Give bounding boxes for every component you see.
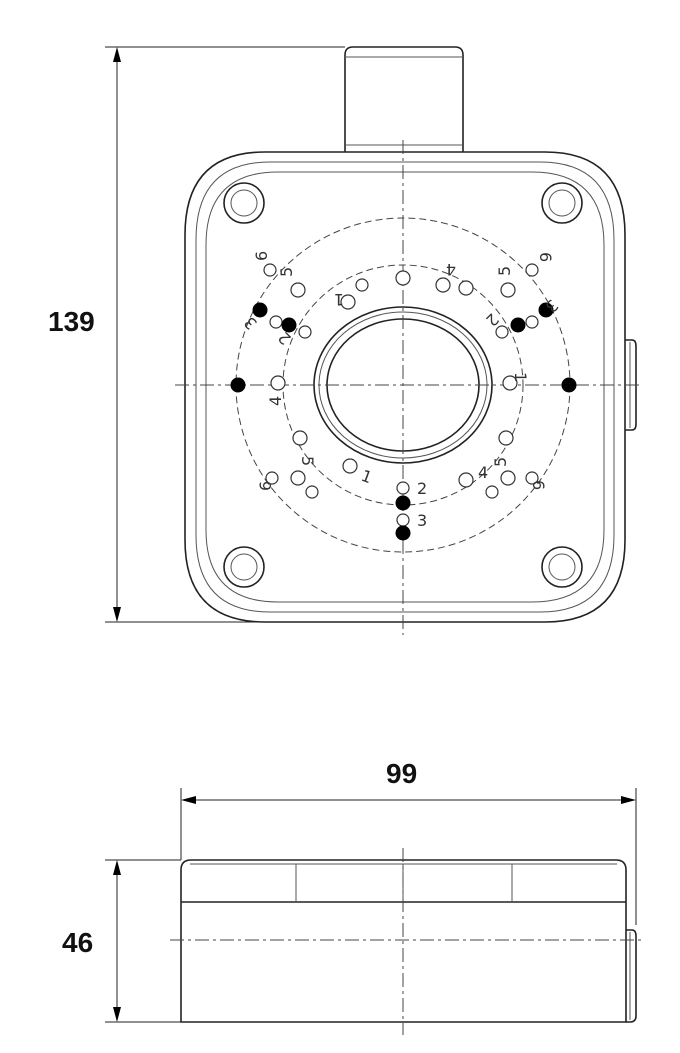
corner-mount-hole-bl xyxy=(223,546,265,588)
hole-label-5-tr: 5 xyxy=(495,266,514,276)
hole-label-5-tl: 5 xyxy=(277,267,296,277)
depth-value: 46 xyxy=(62,927,93,958)
hole-label-5-bl: 5 xyxy=(298,456,317,466)
hole-label-1-right: 1 xyxy=(511,372,530,382)
corner-mount-hole-tl xyxy=(223,182,265,224)
corner-mount-hole-br xyxy=(541,546,583,588)
hole-label-5-br: 5 xyxy=(491,457,510,467)
width-dimension: 99 xyxy=(180,758,637,925)
hole-label-3-bottom: 3 xyxy=(417,511,427,530)
hole-label-6-tr: 6 xyxy=(536,252,555,262)
height-value: 139 xyxy=(48,306,95,337)
hole-label-2-bottom: 2 xyxy=(417,479,427,498)
hole-label-4-left: 4 xyxy=(266,396,285,406)
top-view: 1 1 1 2 2 2 3 3 3 4 4 4 5 5 5 5 6 6 6 6 xyxy=(48,46,640,635)
mounting-hole-pattern xyxy=(263,263,539,527)
corner-mount-hole-tr xyxy=(541,182,583,224)
box-outline xyxy=(184,151,626,623)
height-dimension: 139 xyxy=(48,46,345,623)
filled-mount-points xyxy=(230,302,577,541)
side-body xyxy=(180,859,637,1023)
hole-label-1-bottom: 1 xyxy=(359,466,375,487)
hole-label-1-top: 1 xyxy=(334,290,344,309)
width-value: 99 xyxy=(386,758,417,789)
hole-label-6-br: 6 xyxy=(529,480,548,490)
depth-dimension: 46 xyxy=(62,859,181,1023)
hole-label-6-bl: 6 xyxy=(256,481,275,491)
hole-label-4-bottom: 4 xyxy=(478,463,488,482)
front-view: 99 46 xyxy=(62,758,645,1035)
cable-tube xyxy=(344,46,464,152)
box-inner-outline xyxy=(195,161,615,613)
hole-label-4-top: 4 xyxy=(446,260,456,279)
hole-label-6-tl: 6 xyxy=(252,251,271,261)
hole-label-2-right: 2 xyxy=(482,310,503,331)
